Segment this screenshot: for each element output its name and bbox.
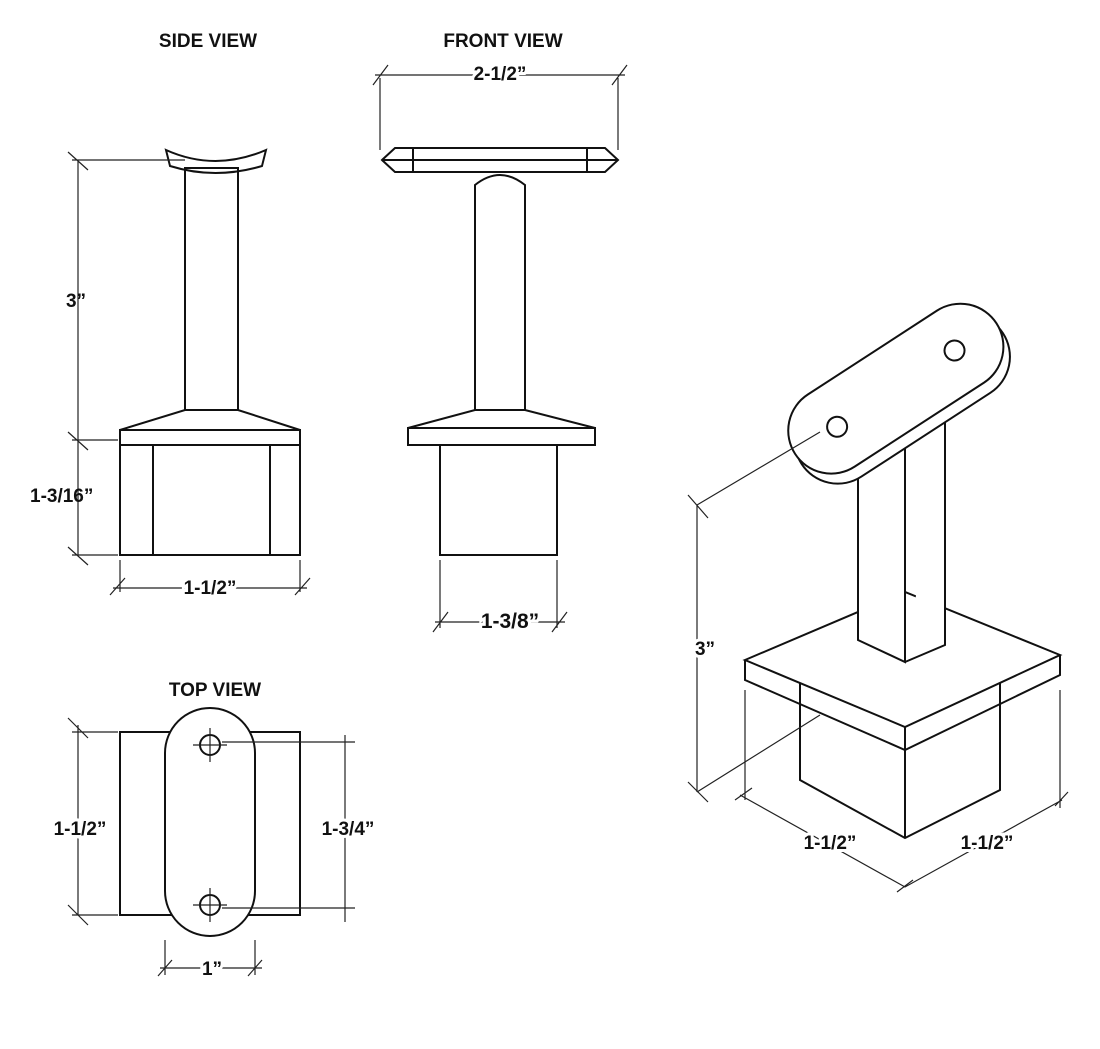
iso-height-dim — [687, 431, 821, 803]
front-base-width-label: 1-3/8” — [481, 610, 539, 633]
flange-cone — [119, 409, 301, 431]
front-top-dim — [372, 64, 628, 150]
front-base-tube — [439, 444, 558, 556]
saddle-top — [164, 148, 268, 174]
top-hole-spacing-label: 1-3/4” — [322, 819, 375, 840]
front-post — [474, 174, 526, 410]
side-height-label: 3” — [66, 291, 86, 312]
iso-base-sides — [744, 655, 1061, 752]
top-view: TOP VIEW 1-3/4” 1-1/2” 1” — [51, 680, 378, 983]
iso-top-plate — [787, 302, 1011, 485]
front-top-width-label: 2-1/2” — [474, 64, 527, 85]
top-centerlines — [193, 728, 355, 922]
top-width-label: 1-1/2” — [54, 819, 107, 840]
top-bottom-dim — [157, 940, 263, 977]
front-bottom-dim — [432, 560, 568, 633]
side-view: SIDE VIEW 3” 1-3/16” 1-1/2” — [30, 31, 311, 602]
side-vertical-dims — [67, 151, 185, 566]
side-base-height-label: 1-3/16” — [30, 486, 93, 507]
base-plate — [119, 429, 301, 446]
base-tube — [119, 445, 301, 556]
iso-hole-left — [826, 415, 849, 438]
front-view-title: FRONT VIEW — [443, 31, 562, 52]
top-plate-slot — [164, 707, 256, 937]
iso-base-left-label: 1-1/2” — [804, 833, 857, 854]
isometric-view: 3” 1-1/2” 1-1/2” — [687, 302, 1069, 893]
front-top-plate — [380, 147, 620, 173]
iso-post — [857, 420, 946, 664]
top-left-dim — [67, 717, 118, 926]
side-view-title: SIDE VIEW — [159, 31, 257, 52]
iso-base-dims — [734, 690, 1069, 893]
front-base-plate — [407, 427, 596, 446]
iso-hole-right — [943, 339, 966, 362]
iso-base-tube — [799, 680, 1001, 840]
post — [184, 167, 239, 411]
top-plate-width-label: 1” — [202, 959, 222, 980]
top-view-title: TOP VIEW — [169, 680, 261, 701]
iso-height-label: 3” — [695, 639, 715, 660]
front-flange — [407, 409, 596, 429]
side-width-label: 1-1/2” — [184, 578, 237, 599]
side-width-dim — [109, 560, 311, 596]
front-view: FRONT VIEW 2-1/2” 1-3/8” — [372, 31, 628, 636]
iso-base-right-label: 1-1/2” — [961, 833, 1014, 854]
